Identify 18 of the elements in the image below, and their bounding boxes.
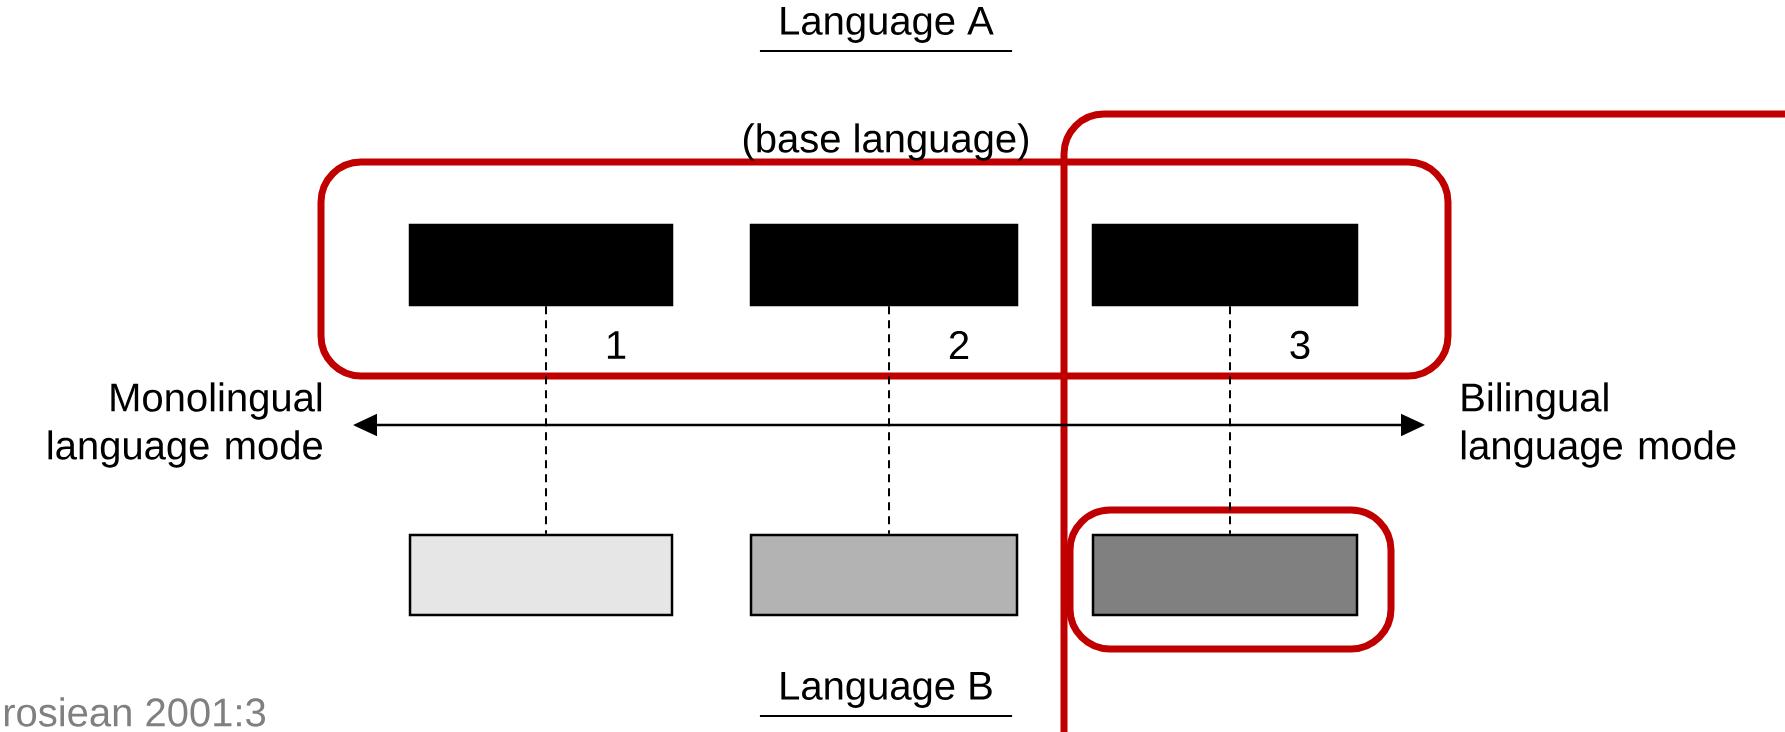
bar <box>749 223 1019 307</box>
sublabel: (base language) <box>743 123 1028 161</box>
bar <box>1091 533 1359 617</box>
bar <box>408 223 674 307</box>
mode-label: Bilingual language mode <box>1461 382 1736 468</box>
bar <box>1091 223 1359 307</box>
heading: Language A <box>781 7 994 43</box>
dashed-line <box>1229 305 1231 535</box>
dashed-line <box>545 305 547 535</box>
mode-label: Monolingual language mode <box>48 382 322 468</box>
dashed-line <box>888 305 890 535</box>
heading: Language B <box>781 672 992 708</box>
citation: rosiean 2001:3 <box>4 697 265 727</box>
bar <box>408 533 674 617</box>
edge-label: 2 <box>949 330 969 359</box>
bar <box>749 533 1019 617</box>
edge-label: 3 <box>1290 330 1310 360</box>
edge-label: 1 <box>607 331 626 359</box>
